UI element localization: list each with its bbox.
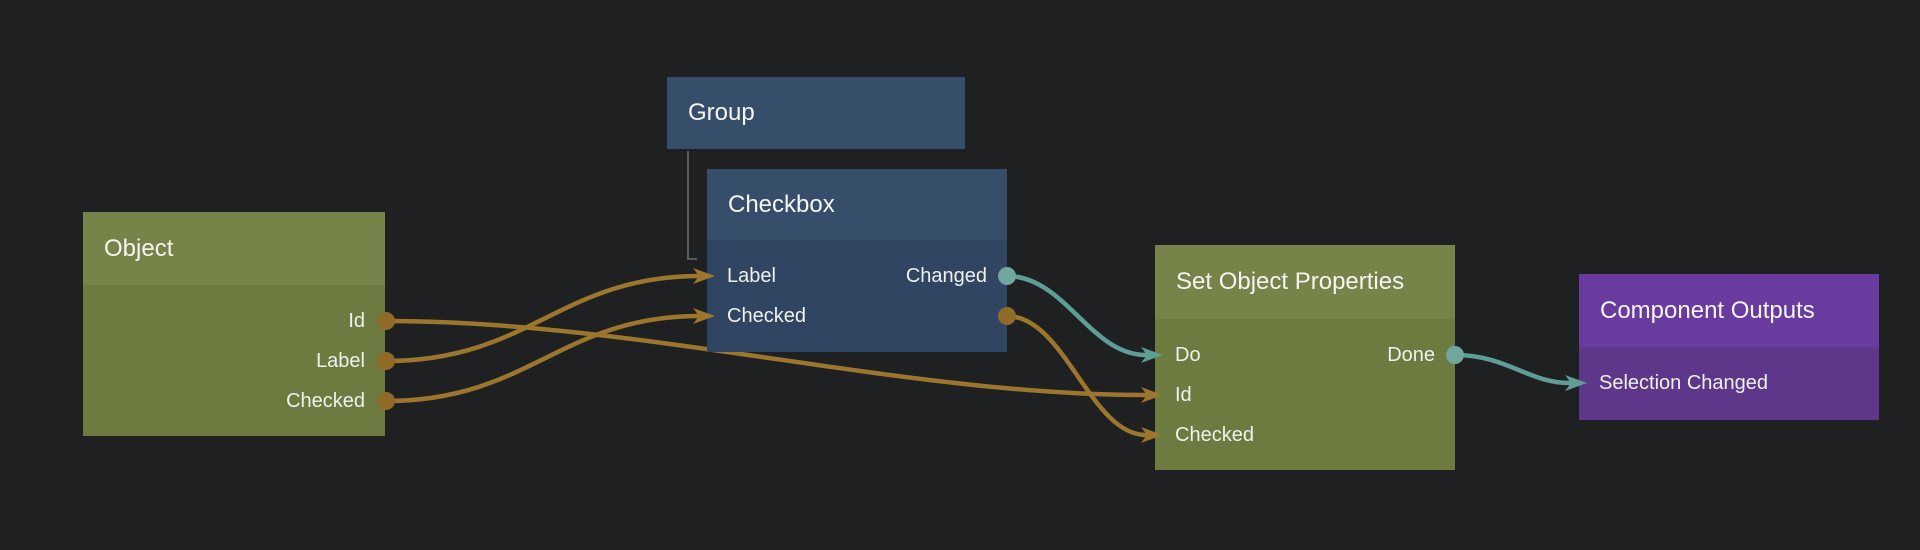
- port-row: Id: [1155, 375, 1455, 415]
- node-set-object-properties-body: Do Done Id Checked: [1155, 319, 1455, 470]
- port-output-checked[interactable]: Checked: [286, 389, 365, 412]
- port-input-do[interactable]: Do: [1175, 343, 1201, 366]
- wire-object-checked-to-checkbox-checked[interactable]: [383, 313, 703, 404]
- node-component-outputs[interactable]: Component Outputs Selection Changed: [1579, 274, 1879, 420]
- port-output-changed[interactable]: Changed: [905, 264, 987, 287]
- wire-object-label-to-checkbox-label[interactable]: [383, 273, 703, 364]
- wire-object-id-to-setobjectproperties-id[interactable]: [383, 318, 1149, 398]
- node-title: Group: [688, 99, 755, 126]
- node-title: Object: [104, 234, 174, 262]
- port-input-label[interactable]: Label: [727, 264, 776, 287]
- node-title: Set Object Properties: [1176, 268, 1405, 295]
- node-component-outputs-header[interactable]: Component Outputs: [1579, 274, 1879, 347]
- node-title: Checkbox: [728, 190, 835, 218]
- node-component-outputs-body: Selection Changed: [1579, 347, 1879, 420]
- port-row: Do Done: [1155, 335, 1455, 375]
- port-row: Label: [83, 341, 385, 381]
- port-row: Selection Changed: [1579, 363, 1879, 403]
- port-row: Checked: [83, 381, 385, 421]
- node-checkbox-header[interactable]: Checkbox: [707, 169, 1007, 240]
- port-row: Label Changed: [707, 256, 1007, 296]
- port-input-selection-changed[interactable]: Selection Changed: [1599, 371, 1769, 394]
- port-output-done[interactable]: Done: [1387, 343, 1435, 366]
- port-output-label[interactable]: Label: [316, 349, 365, 372]
- node-object-header[interactable]: Object: [83, 212, 385, 285]
- node-object[interactable]: Object Id Label Checked: [83, 212, 385, 436]
- node-set-object-properties-header[interactable]: Set Object Properties: [1155, 245, 1455, 319]
- node-object-body: Id Label Checked: [83, 285, 385, 436]
- group-child-link: [687, 151, 697, 260]
- wire-checkbox-changed-to-setobjectproperties-do[interactable]: [1004, 273, 1149, 358]
- node-checkbox-body: Label Changed Checked: [707, 240, 1007, 352]
- node-group-header[interactable]: Group: [667, 77, 965, 149]
- port-row: Checked: [1155, 415, 1455, 455]
- node-title: Component Outputs: [1600, 296, 1815, 324]
- port-input-checked[interactable]: Checked: [727, 304, 806, 327]
- wire-setobjectproperties-done-to-componentoutputs-selectionchanged[interactable]: [1452, 352, 1573, 386]
- node-group[interactable]: Group: [667, 77, 965, 149]
- port-row: Id: [83, 301, 385, 341]
- node-checkbox[interactable]: Checkbox Label Changed Checked: [707, 169, 1007, 352]
- port-row: Checked: [707, 296, 1007, 336]
- port-input-id[interactable]: Id: [1175, 383, 1192, 406]
- port-output-id[interactable]: Id: [348, 309, 365, 332]
- wire-checkbox-checked-to-setobjectproperties-checked[interactable]: [1004, 313, 1149, 438]
- node-set-object-properties[interactable]: Set Object Properties Do Done Id Checked: [1155, 245, 1455, 470]
- port-input-checked[interactable]: Checked: [1175, 423, 1254, 446]
